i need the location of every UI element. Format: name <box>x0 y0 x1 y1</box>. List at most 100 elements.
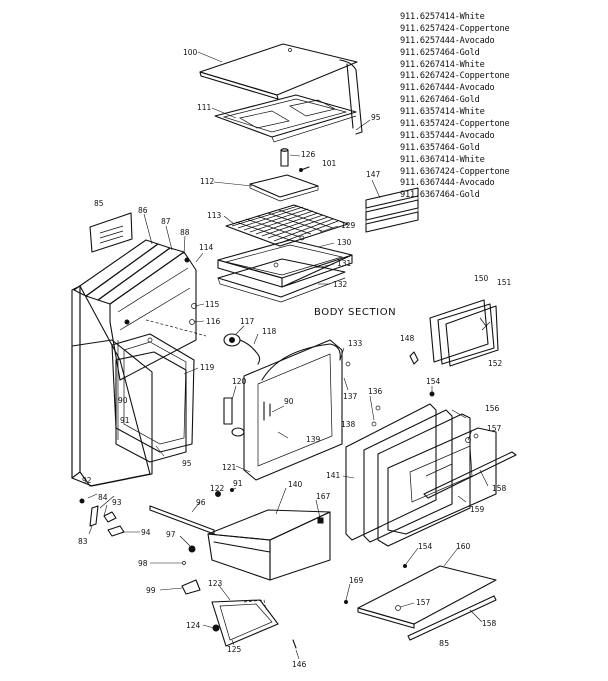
label-169: 169 <box>349 576 364 585</box>
hardware-97-98-99 <box>181 488 234 595</box>
bushing-126 <box>280 148 289 167</box>
clip-148 <box>409 351 419 365</box>
screw-101 <box>299 166 310 172</box>
screw-146 <box>292 639 297 649</box>
label-93: 93 <box>112 498 122 507</box>
label-160: 160 <box>456 542 471 551</box>
model-number-item: 911.6257464-Gold <box>400 47 480 58</box>
label-131: 131 <box>337 259 352 268</box>
label-146: 146 <box>292 660 307 669</box>
label-152: 152 <box>488 359 503 368</box>
label-95-bottom: 95 <box>182 459 192 468</box>
label-99: 99 <box>146 586 156 595</box>
label-111: 111 <box>197 103 212 112</box>
model-number-item: 911.6367414-White <box>400 154 485 165</box>
label-141: 141 <box>326 471 341 480</box>
model-number-item: 911.6367444-Avocado <box>400 178 495 189</box>
label-90-left: 90 <box>118 396 128 405</box>
model-number-item: 911.6357414-White <box>400 107 485 118</box>
label-97: 97 <box>166 530 176 539</box>
model-number-item: 911.6357424-Coppertone <box>400 119 510 130</box>
trim-strips-147 <box>365 187 419 233</box>
kick-panel-125 <box>211 599 279 647</box>
label-140: 140 <box>288 480 303 489</box>
label-90-right: 90 <box>284 397 294 406</box>
label-116: 116 <box>206 317 221 326</box>
model-number-item: 911.6257414-White <box>400 12 485 22</box>
label-133: 133 <box>348 339 363 348</box>
label-138: 138 <box>341 420 356 429</box>
label-91-left: 91 <box>120 416 130 425</box>
oven-frame-111 <box>214 94 357 143</box>
model-number-item: 911.6357444-Avocado <box>400 130 495 141</box>
model-number-item: 911.6367424-Coppertone <box>400 166 510 177</box>
label-156: 156 <box>485 404 500 413</box>
label-126: 126 <box>301 150 316 159</box>
label-84: 84 <box>98 493 108 502</box>
label-83: 83 <box>78 537 88 546</box>
label-158-top: 158 <box>492 484 507 493</box>
leader-lines <box>87 51 489 660</box>
part-number-labels: 100 111 95 126 101 112 147 85 86 87 88 1… <box>78 48 512 669</box>
side-panel-92 <box>71 285 153 487</box>
clips-83-84-93-94 <box>79 498 125 537</box>
label-112: 112 <box>200 177 215 186</box>
drawer-slide-96 <box>149 505 215 535</box>
label-150: 150 <box>474 274 489 283</box>
door-glass-150-152 <box>429 299 499 367</box>
label-92: 92 <box>82 476 92 485</box>
drawer-front-160 <box>344 564 497 641</box>
label-159: 159 <box>470 505 485 514</box>
label-130: 130 <box>337 238 352 247</box>
oven-front-frame-120 <box>243 339 351 481</box>
label-100: 100 <box>183 48 198 57</box>
label-113: 113 <box>207 211 222 220</box>
label-94: 94 <box>141 528 151 537</box>
label-95: 95 <box>371 113 381 122</box>
label-154-top: 154 <box>426 377 441 386</box>
label-124: 124 <box>186 621 201 630</box>
label-96: 96 <box>196 498 206 507</box>
label-139: 139 <box>306 435 321 444</box>
top-cover-100 <box>199 43 363 135</box>
label-154-bottom: 154 <box>418 542 433 551</box>
model-number-item: 911.6257444-Avocado <box>400 35 495 46</box>
label-129: 129 <box>341 221 356 230</box>
label-157-bottom: 157 <box>416 598 431 607</box>
label-86: 86 <box>138 206 148 215</box>
label-118: 118 <box>262 327 277 336</box>
model-number-item: 911.6267414-White <box>400 59 485 70</box>
label-91-bottom: 91 <box>233 479 243 488</box>
label-119: 119 <box>200 363 215 372</box>
label-167: 167 <box>316 492 331 501</box>
oven-rack-113 <box>225 204 349 247</box>
label-125: 125 <box>227 645 242 654</box>
section-title: BODY SECTION <box>314 307 397 318</box>
burner-117-118 <box>145 319 261 365</box>
label-115: 115 <box>205 300 220 309</box>
label-123: 123 <box>208 579 223 588</box>
door-screw-138 <box>371 391 435 427</box>
storage-drawer-140 <box>207 509 331 581</box>
label-132: 132 <box>333 280 348 289</box>
model-number-item: 911.6367464-Gold <box>400 190 480 201</box>
label-151: 151 <box>497 278 512 287</box>
broiler-pans-129-132 <box>217 235 353 303</box>
model-number-item: 911.6357464-Gold <box>400 142 480 153</box>
model-number-item: 911.6267424-Coppertone <box>400 71 510 82</box>
label-114: 114 <box>199 243 214 252</box>
label-157-top: 157 <box>487 424 502 433</box>
label-87: 87 <box>161 217 171 226</box>
label-147: 147 <box>366 170 381 179</box>
label-136: 136 <box>368 387 383 396</box>
model-number-item: 911.6267444-Avocado <box>400 83 495 94</box>
label-117: 117 <box>240 317 255 326</box>
door-handle-158 <box>423 451 517 499</box>
model-number-item: 911.6267464-Gold <box>400 95 480 106</box>
label-101: 101 <box>322 159 337 168</box>
label-98: 98 <box>138 559 148 568</box>
hinge-120 <box>223 397 245 437</box>
